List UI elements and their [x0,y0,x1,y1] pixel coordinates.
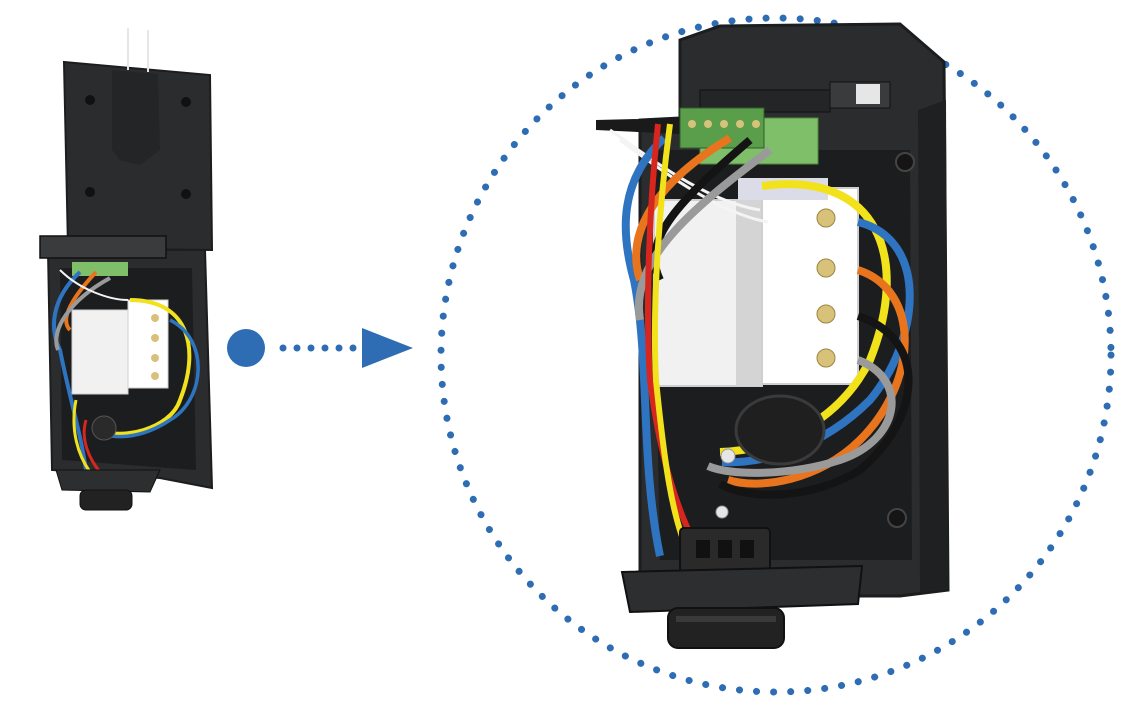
large-base-plate [620,564,864,614]
large-indicator-light [856,84,880,104]
large-connector-pin [720,120,728,128]
large-gland-screw [720,448,736,464]
large-mount-screw [895,152,915,172]
large-cable-gland [734,394,826,466]
large-terminal-screw [816,208,836,228]
small-mount-hole [181,97,191,107]
small-terminal-screw [151,314,159,322]
large-base-nut-ring [676,616,776,622]
small-connector [72,262,128,276]
large-wire-gray-right [706,356,896,477]
small-base-nut [79,489,133,511]
large-terminal-screw [816,348,836,368]
large-wire-black-right [718,312,913,499]
large-wire-yellow-left [651,123,693,558]
small-terminal-screw [151,372,159,380]
small-charger-unit [39,28,214,511]
large-housing-edge [918,100,948,592]
small-terminal-block [71,309,129,395]
small-gland [91,415,117,441]
small-mount-hole [181,189,191,199]
small-wire-gray [54,276,111,351]
large-terminal-screw [816,304,836,324]
pointer-dot [335,344,343,352]
large-connector-slot [718,540,732,558]
small-mount-hole [85,95,95,105]
large-connector-pin [752,120,760,128]
large-wire-gray [634,146,773,321]
pointer-dot [279,344,287,352]
large-gland-screw [715,505,729,519]
zoom-pointer [227,328,413,368]
large-connector-slot [696,540,710,558]
large-connector-pin [736,120,744,128]
large-connector-slot [740,540,754,558]
filled-circle-icon [227,329,265,367]
small-terminal-screw [151,334,159,342]
triangle-arrow-icon [362,328,413,368]
large-base-nut [667,607,785,649]
small-wire-red [82,419,102,473]
pointer-dot [307,344,315,352]
large-connector-pin [688,120,696,128]
large-wire-white [609,128,761,212]
small-plate-groove [112,70,160,165]
pointer-dot [321,344,329,352]
large-wire-orange-right [726,266,909,488]
small-wire-blue-right [94,318,200,439]
large-terminal-left-shade [736,200,762,386]
pointer-dot [349,344,357,352]
pointer-dot [293,344,301,352]
small-base-plate [55,469,161,493]
small-terminal-strip [127,299,169,389]
small-wire-blue [52,270,88,471]
zoom-circle [437,14,1115,696]
enlarged-charger-unit [596,22,950,649]
small-mount-hole [85,187,95,197]
large-top-rail [699,89,831,113]
large-wire-red [645,123,705,558]
large-connector-pin [704,120,712,128]
large-mount-screw [887,508,907,528]
small-wire-white [59,269,129,301]
large-terminal-screw [816,258,836,278]
small-wire-yellow [99,298,192,436]
large-terminal-right [761,187,859,385]
small-wire-yellow-low [72,399,92,473]
small-pcb-bar [39,235,167,259]
small-terminal-screw [151,354,159,362]
